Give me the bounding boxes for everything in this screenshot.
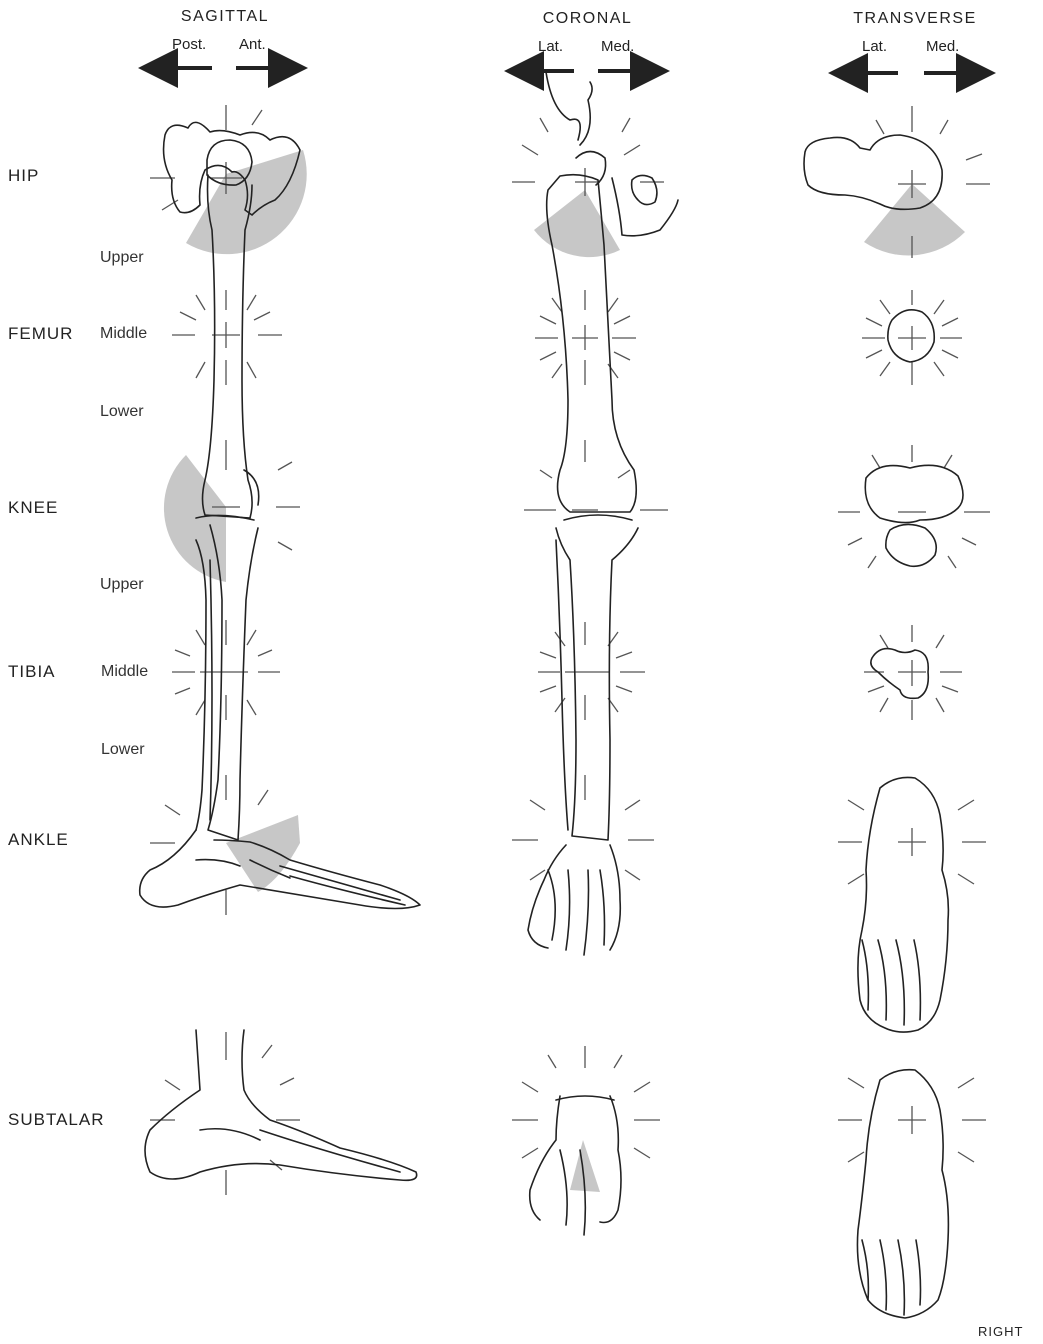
transverse-sections [804, 135, 963, 1032]
ankle-sagittal-sector [226, 815, 300, 892]
cross-femur-sagittal [172, 290, 282, 385]
transverse-tibia-section [871, 649, 928, 699]
cross-knee-coronal [524, 440, 668, 510]
knee-sagittal-sector [164, 455, 226, 582]
transverse-foot-toes [862, 940, 920, 1025]
coronal-knee-joint [564, 515, 632, 520]
cross-knee-transverse [838, 445, 990, 568]
transverse-foot-top [858, 777, 948, 1032]
cross-subtalar-sagittal [150, 1032, 300, 1195]
direction-arrows [154, 68, 980, 73]
bone-outlines [140, 72, 963, 1318]
coronal-femoral-head [576, 152, 606, 186]
coronal-pelvis-ring [612, 178, 678, 236]
subtalar-transverse-foot [857, 1070, 948, 1318]
sagittal-foot-detail [196, 860, 405, 905]
subtalar-sagittal-foot [145, 1030, 417, 1180]
coronal-obturator [632, 175, 657, 204]
cross-tibia-coronal [538, 622, 645, 720]
cross-ankle-transverse [838, 800, 986, 884]
hip-transverse-sector [864, 184, 965, 255]
cross-subtalar-transverse [838, 1078, 986, 1162]
coronal-leg [528, 72, 678, 955]
transverse-patella-section [886, 524, 936, 566]
coronal-foot [528, 845, 620, 955]
cross-tibia-sagittal [172, 620, 280, 720]
cross-subtalar-coronal [512, 1046, 660, 1158]
cross-femur-coronal [535, 290, 636, 385]
coronal-fibula [556, 540, 568, 830]
transverse-knee-section [865, 465, 963, 522]
rom-sectors [164, 150, 965, 1192]
coronal-pelvis-line [546, 72, 592, 145]
cross-femur-transverse [862, 290, 962, 385]
coronal-tibia [556, 528, 638, 840]
cross-ankle-coronal [512, 775, 654, 880]
transverse-femur-section [888, 310, 934, 362]
subtalar-coronal-foot [530, 1096, 621, 1235]
reference-crosses [150, 105, 990, 1195]
subtalar-views [145, 1030, 948, 1318]
sagittal-fibula [196, 540, 212, 830]
